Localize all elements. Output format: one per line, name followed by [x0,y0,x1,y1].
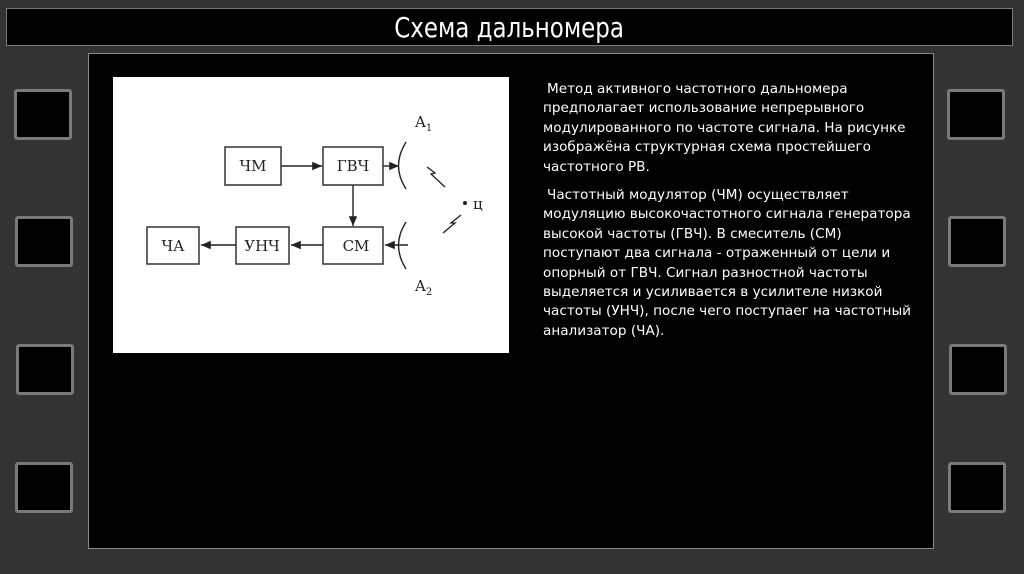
slide-title: Схема дальномера [394,10,625,44]
antenna-a2-icon [397,221,407,270]
svg-text:ЧА: ЧА [162,237,186,255]
antenna-a2-label: A2 [414,277,432,298]
film-sprocket-left-4 [15,462,73,513]
block-lf-amplifier: УНЧ [235,226,290,265]
block-fm: ЧМ [224,146,282,186]
paragraph-method: Метод активного частотного дальномера пр… [543,81,906,175]
svg-text:ЧМ: ЧМ [240,157,267,175]
film-sprocket-right-1 [947,89,1005,140]
film-sprocket-right-2 [948,216,1006,267]
block-diagram: ЧМ ГВЧ СМ УНЧ ЧА [146,113,483,298]
block-hf-generator: ГВЧ [322,146,384,186]
title-bar: Схема дальномера [6,8,1013,46]
svg-text:СМ: СМ [343,237,370,255]
film-sprocket-right-4 [948,462,1006,513]
film-sprocket-left-1 [14,89,72,140]
target-dot-icon [463,201,467,205]
svg-text:ГВЧ: ГВЧ [337,157,370,175]
paragraph-explanation: Частотный модулятор (ЧМ) осуществляет мо… [543,187,912,339]
antenna-a1-icon [397,141,407,190]
film-sprocket-left-3 [16,344,74,395]
signal-wave-icon [426,166,462,234]
description-text: Метод активного частотного дальномера пр… [543,80,913,350]
target-label: ц [473,195,483,213]
film-sprocket-right-3 [949,344,1007,395]
block-diagram-figure: ЧМ ГВЧ СМ УНЧ ЧА [113,77,509,353]
film-sprocket-left-2 [15,216,73,267]
block-frequency-analyzer: ЧА [146,226,200,265]
connection-arrows [201,161,408,250]
antenna-a1-label: A1 [414,113,432,134]
block-mixer: СМ [322,226,384,265]
svg-text:УНЧ: УНЧ [244,237,280,255]
